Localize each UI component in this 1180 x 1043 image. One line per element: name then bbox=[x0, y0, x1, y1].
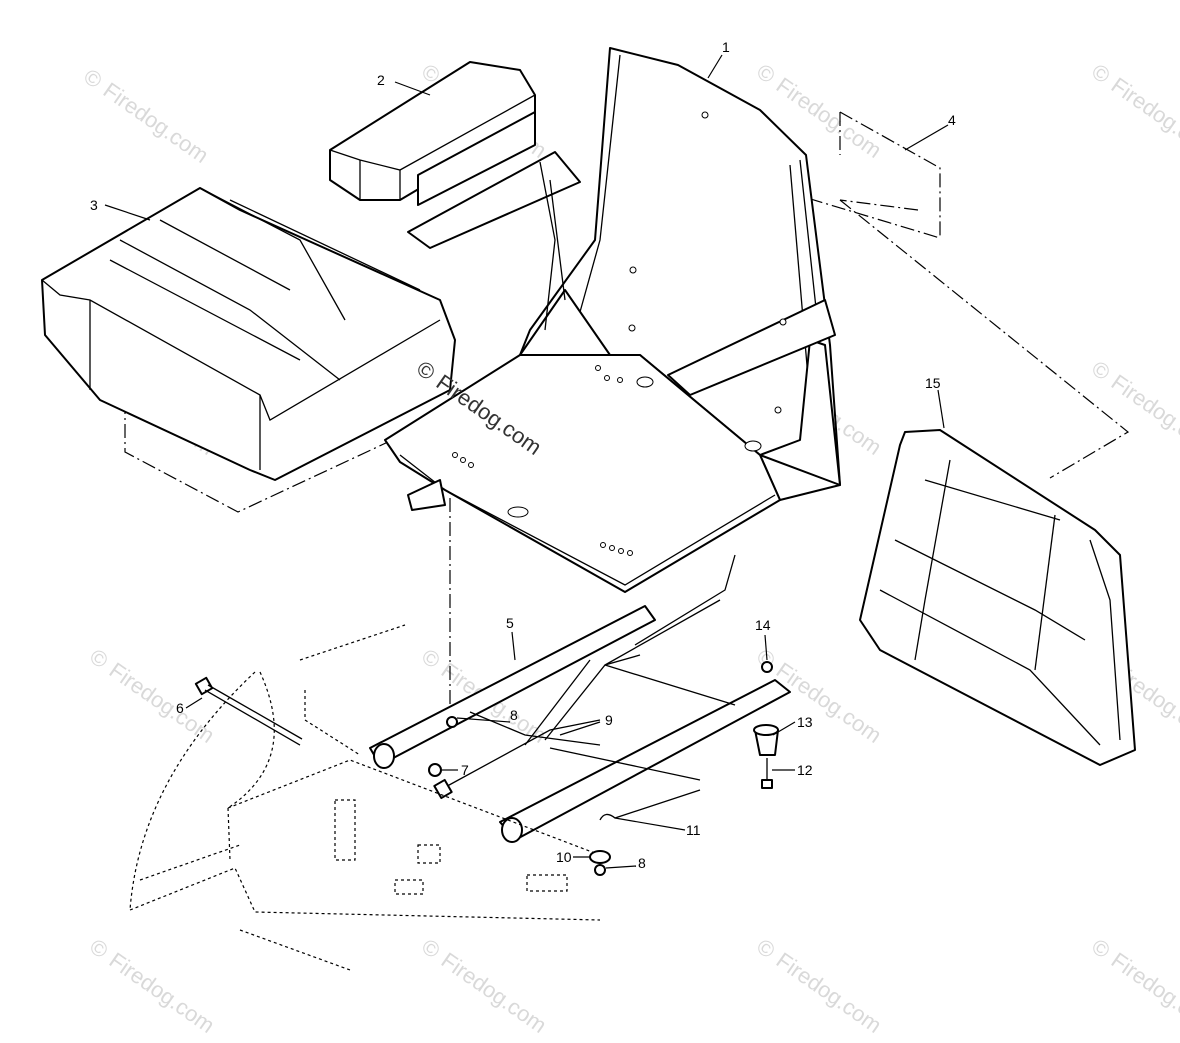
armrest-pad bbox=[329, 61, 536, 206]
callout-5: 5 bbox=[506, 615, 514, 631]
back-cushion bbox=[859, 429, 1136, 766]
watermark-text: Firedog.com bbox=[1107, 369, 1180, 460]
callout-13: 13 bbox=[797, 714, 813, 730]
watermark-text: Firedog.com bbox=[772, 947, 887, 1038]
callout-15: 15 bbox=[925, 375, 941, 391]
watermark-4: © Firedog.com bbox=[1087, 59, 1180, 163]
callout-10: 10 bbox=[556, 849, 572, 865]
callouts: 1 2 3 4 5 6 7 8 9 8 10 11 12 bbox=[90, 39, 956, 871]
callout-7: 7 bbox=[461, 762, 469, 778]
watermark-text: Firedog.com bbox=[437, 947, 552, 1038]
callout-12: 12 bbox=[797, 762, 813, 778]
watermark-14: © Firedog.com bbox=[752, 934, 886, 1038]
watermark-symbol: © bbox=[1087, 356, 1115, 386]
watermark-symbol: © bbox=[752, 59, 780, 89]
callout-9: 9 bbox=[605, 712, 613, 728]
watermark-symbol: © bbox=[417, 934, 445, 964]
callout-1: 1 bbox=[722, 39, 730, 55]
watermark-text: Firedog.com bbox=[1107, 72, 1180, 163]
callout-8: 8 bbox=[510, 707, 518, 723]
watermark-8: © Firedog.com bbox=[85, 644, 219, 748]
callout-14: 14 bbox=[755, 617, 771, 633]
seat-cushion bbox=[41, 187, 456, 481]
watermark-12: © Firedog.com bbox=[85, 934, 219, 1038]
watermark-text: Firedog.com bbox=[105, 657, 220, 748]
watermark-text: Firedog.com bbox=[772, 657, 887, 748]
watermark-7: © Firedog.com bbox=[1087, 356, 1180, 460]
watermark-text: Firedog.com bbox=[99, 77, 214, 168]
watermark-symbol: © bbox=[1087, 934, 1115, 964]
slide-rails bbox=[369, 554, 791, 843]
watermark-15: © Firedog.com bbox=[1087, 934, 1180, 1038]
watermark-text: Firedog.com bbox=[105, 947, 220, 1038]
seat-frame bbox=[384, 47, 841, 593]
watermark-symbol: © bbox=[85, 934, 113, 964]
watermark-13: © Firedog.com bbox=[417, 934, 551, 1038]
callout-3: 3 bbox=[90, 197, 98, 213]
mounting-base bbox=[129, 624, 601, 971]
watermark-1: © Firedog.com bbox=[79, 64, 213, 168]
watermark-symbol: © bbox=[79, 64, 107, 94]
callout-6: 6 bbox=[176, 700, 184, 716]
callout-4: 4 bbox=[948, 112, 956, 128]
watermark-symbol: © bbox=[752, 934, 780, 964]
callout-8-lower: 8 bbox=[638, 855, 646, 871]
watermark-text: Firedog.com bbox=[1107, 947, 1180, 1038]
callout-11: 11 bbox=[686, 822, 701, 838]
watermark-symbol: © bbox=[1087, 59, 1115, 89]
callout-2: 2 bbox=[377, 72, 385, 88]
watermark-symbol: © bbox=[417, 644, 445, 674]
watermark-symbol: © bbox=[85, 644, 113, 674]
